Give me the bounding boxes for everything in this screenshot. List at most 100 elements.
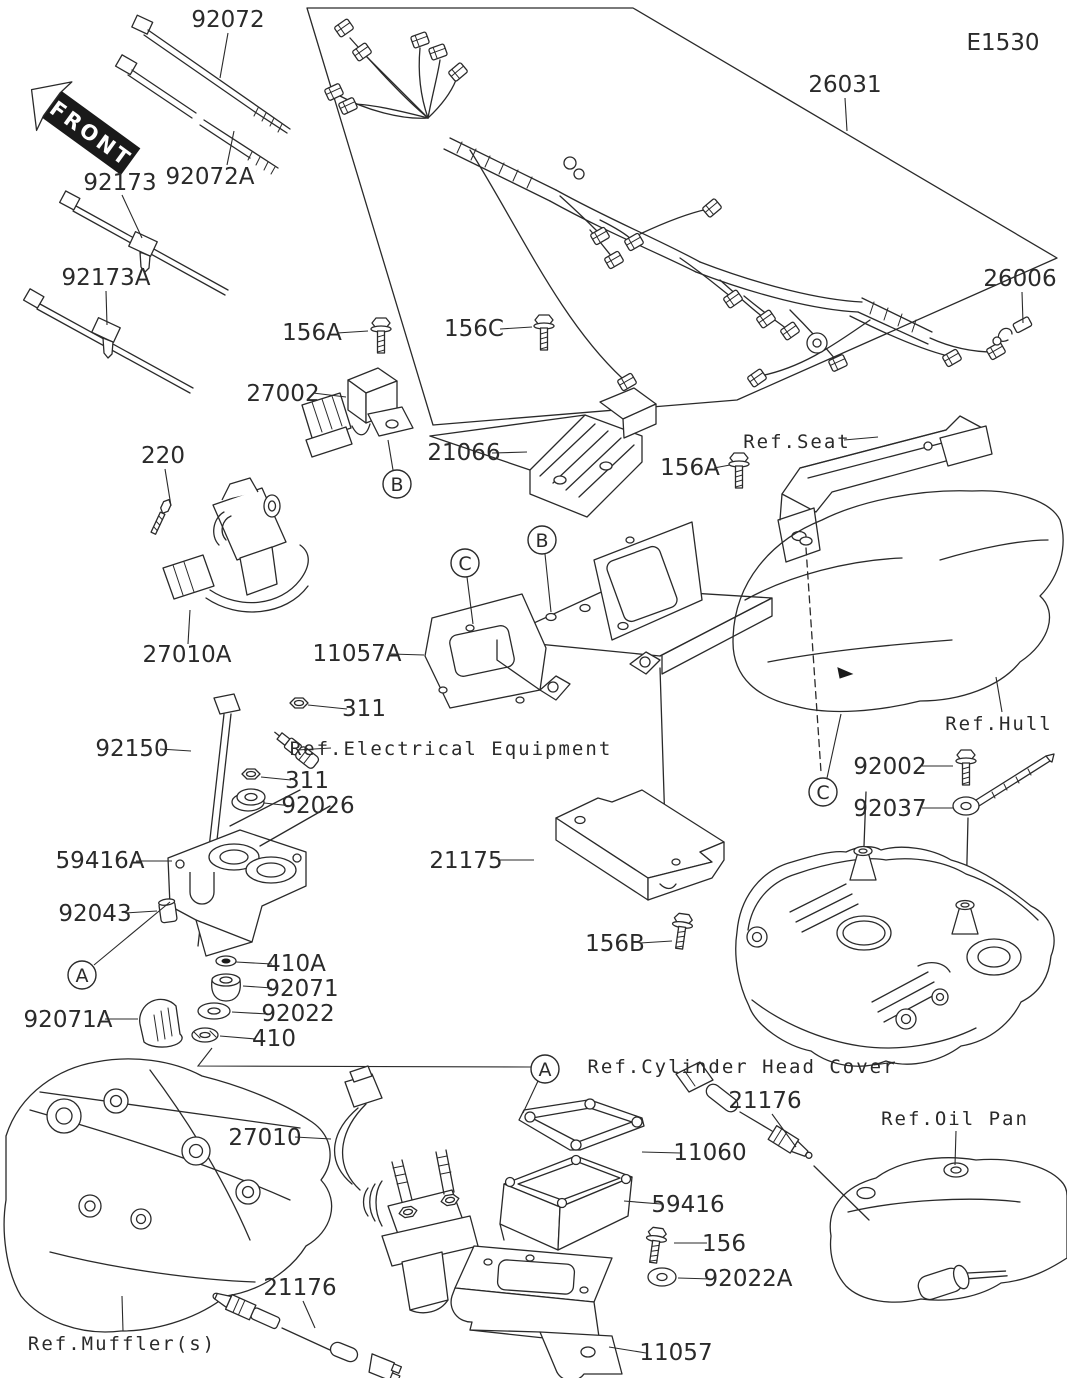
relay-27002 [301, 367, 414, 458]
part-label-156C: 156C [444, 316, 504, 342]
leader-line-410A [235, 961, 273, 965]
assembly-line [196, 1047, 532, 1068]
assembly-marker-circle-A [530, 1054, 560, 1084]
leader-line-ref [873, 1061, 896, 1066]
part-label-156B: 156B [585, 931, 645, 957]
cable-tie-92173A [22, 288, 194, 394]
leader-line-11057 [608, 1346, 647, 1354]
water-temp-sensor-21176-left [212, 1292, 403, 1378]
part-label-21175: 21175 [429, 848, 502, 874]
ref-label: Ref.Seat [743, 431, 851, 453]
part-label-92071A: 92071A [24, 1007, 113, 1033]
leader-line-59416 [623, 1200, 662, 1205]
harness-connector [447, 61, 469, 83]
bolt-156C [533, 314, 555, 351]
leader-line-26006 [1021, 291, 1024, 324]
leader-line-26031 [844, 97, 848, 132]
assembly-marker-circle-B [382, 469, 412, 499]
marker-leader-B [387, 439, 394, 471]
leader-line-27010A [187, 609, 191, 645]
nut-311 [289, 697, 309, 709]
bolt-156B [668, 911, 695, 951]
bolt-156A [370, 317, 392, 354]
leader-line-21066 [491, 451, 528, 454]
leader-line-92071 [242, 985, 273, 989]
part-label-92072A: 92072A [166, 164, 255, 190]
front-direction-arrow: FRONT [30, 81, 141, 176]
part-label-92026: 92026 [281, 793, 354, 819]
nut-311 [241, 768, 261, 780]
leader-line-92026 [263, 802, 293, 807]
leader-line-21176 [302, 1300, 316, 1329]
leader-line-311 [260, 776, 292, 781]
part-label-21176: 21176 [263, 1275, 336, 1301]
part-label-220: 220 [141, 443, 185, 469]
part-label-21066: 21066 [427, 440, 500, 466]
fuse-26006 [992, 316, 1033, 346]
assembly-marker-circle-A [67, 960, 97, 990]
leader-line-92022A [677, 1277, 713, 1280]
leader-line-92072 [219, 32, 229, 79]
harness-connector [337, 96, 359, 116]
marker-leader-C [466, 576, 474, 625]
part-label-92150: 92150 [95, 736, 168, 762]
ref-label: Ref.Cylinder Head Cover [587, 1056, 896, 1078]
part-label-26006: 26006 [983, 266, 1056, 292]
electrical-equipment-sensor [274, 731, 320, 769]
oil-pan [829, 1157, 1067, 1303]
part-label-92072: 92072 [191, 7, 264, 33]
assembly-marker-circle-B [527, 525, 557, 555]
washer-92022 [197, 1002, 231, 1020]
bracket-11057A [424, 521, 773, 709]
assembly-marker-letter-A: A [539, 1059, 552, 1081]
part-label-92043: 92043 [58, 901, 131, 927]
leader-line-ref [121, 1295, 124, 1332]
bolt-92002 [955, 749, 977, 786]
leader-line-410 [219, 1035, 257, 1040]
part-label-92071: 92071 [265, 976, 338, 1002]
harness-connector [409, 30, 431, 50]
leader-line-ref [954, 1130, 957, 1166]
part-label-92173: 92173 [83, 170, 156, 196]
muffler-bracket [3, 1058, 333, 1333]
assembly-line [863, 791, 867, 847]
gasket-11060 [518, 1098, 645, 1151]
bolt-156 [642, 1225, 669, 1265]
assembly-marker-circle-C [450, 548, 480, 578]
leader-line-92150 [159, 748, 192, 752]
leader-line-156A [336, 330, 369, 334]
main-wiring-harness-26031 [323, 17, 1007, 392]
ref-label: Ref.Muffler(s) [28, 1333, 216, 1355]
part-label-59416: 59416 [651, 1192, 724, 1218]
marker-leader-A [522, 1080, 539, 1114]
part-label-27010: 27010 [228, 1125, 301, 1151]
part-label-11060: 11060 [673, 1140, 746, 1166]
dashed-alignment-line [805, 547, 822, 773]
washer-92022A [647, 1267, 677, 1287]
leader-line-21176 [771, 1113, 797, 1148]
harness-connector [746, 367, 768, 389]
harness-connector [755, 308, 777, 330]
bolt-156A [728, 452, 750, 489]
cable-tie-92072 [131, 14, 291, 134]
collar-92043 [158, 898, 178, 924]
part-label-92037: 92037 [853, 796, 926, 822]
cable-tie-92072A [114, 54, 279, 175]
leader-line-27010 [294, 1136, 332, 1140]
front-arrow-label: FRONT [45, 96, 136, 171]
ring-410A [215, 955, 237, 967]
part-label-311: 311 [285, 768, 329, 794]
leader-line-11057A [390, 653, 425, 656]
head-cover-stud [951, 899, 979, 935]
hull-outline [732, 490, 1064, 773]
part-label-11057A: 11057A [313, 641, 402, 667]
leader-line-92072A [226, 130, 235, 166]
part-label-11057: 11057 [639, 1340, 712, 1366]
part-label-26031: 26031 [808, 72, 881, 98]
assembly-marker-letter-B: B [535, 530, 548, 552]
cap-92071A [139, 998, 183, 1048]
ref-label: Ref.Hull [945, 713, 1053, 735]
leader-line-156B [639, 940, 673, 944]
leader-line-ref [995, 676, 1003, 713]
